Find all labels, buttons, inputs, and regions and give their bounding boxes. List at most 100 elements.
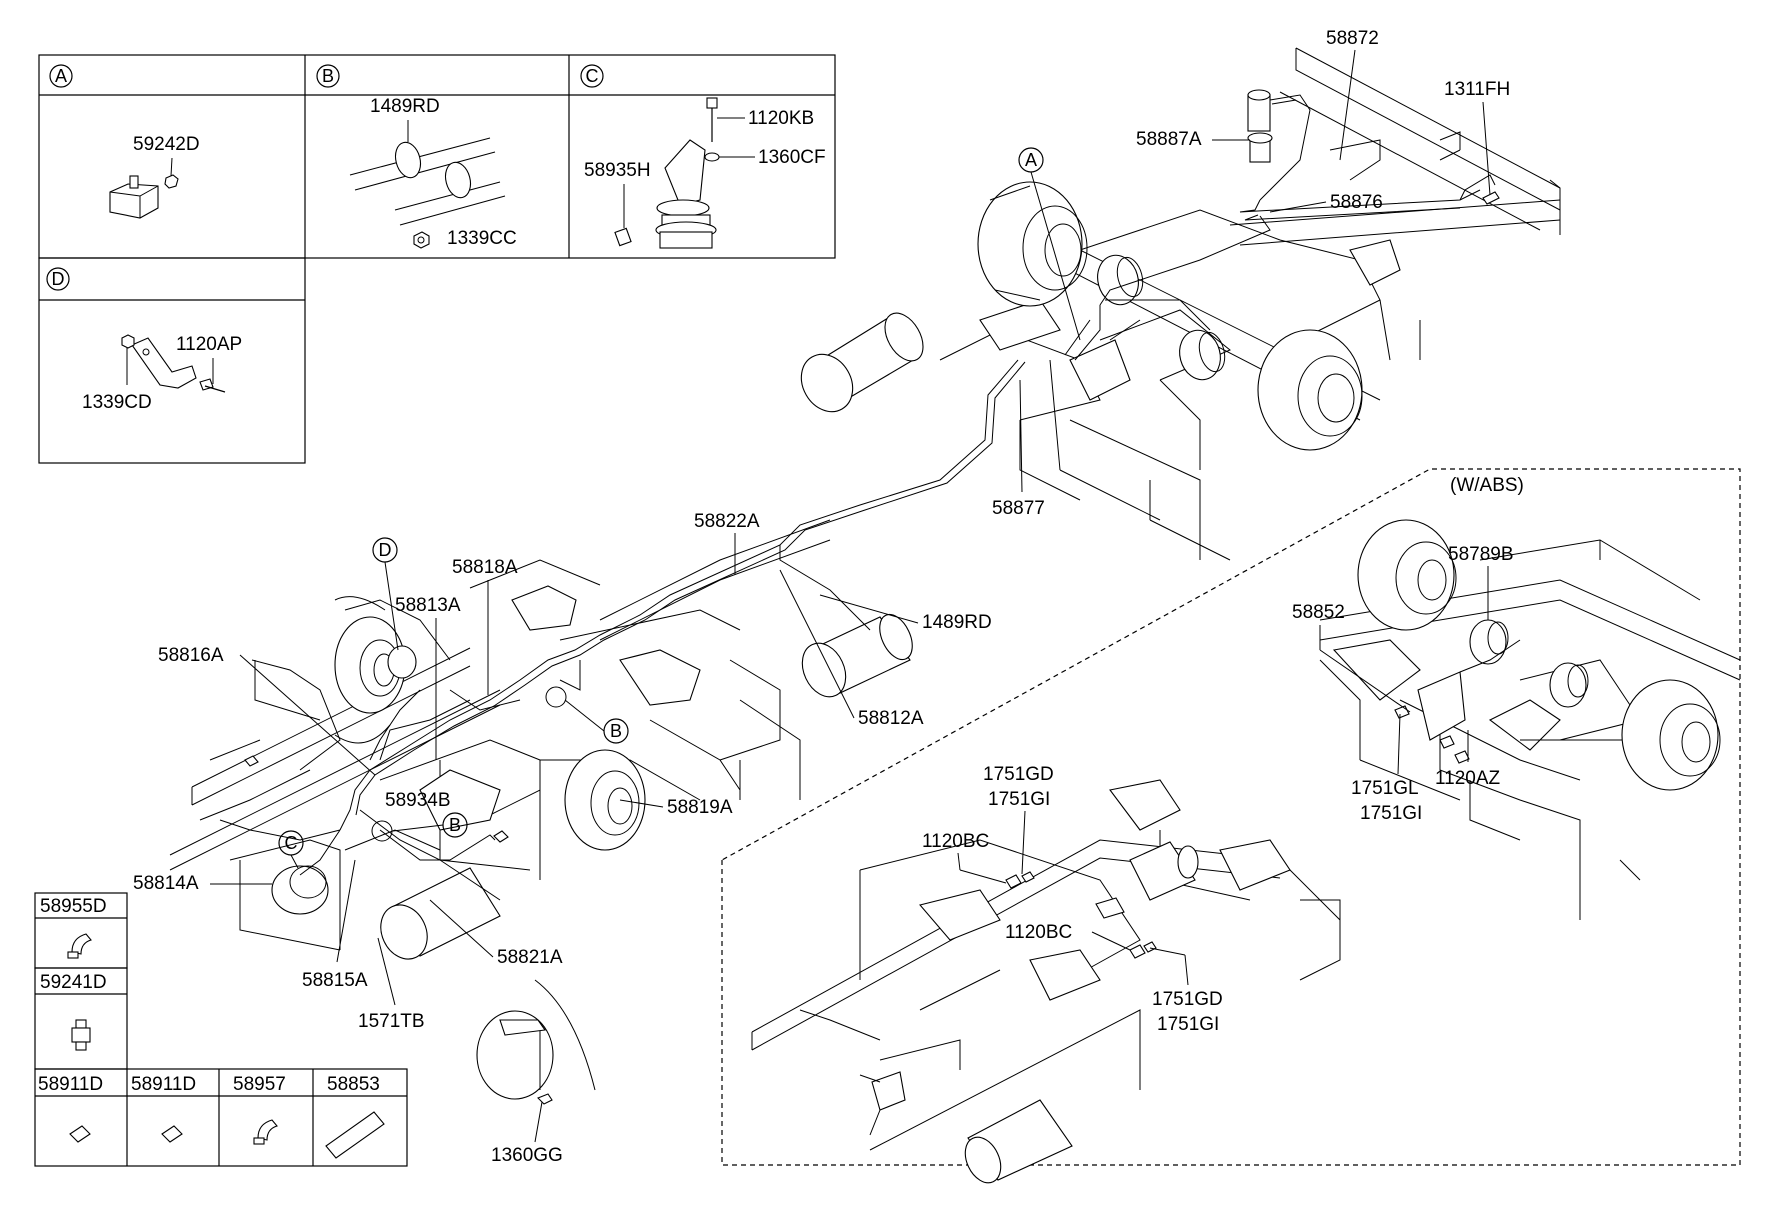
callout-d-letter: D <box>379 540 392 560</box>
label-58872: 58872 <box>1326 28 1379 49</box>
callout-a-letter: A <box>1025 150 1037 170</box>
main-brake-lines <box>219 359 1026 901</box>
elbow-fitting-icon <box>253 1119 278 1145</box>
callout-b-letter: B <box>449 815 461 835</box>
label-59242D: 59242D <box>133 134 200 155</box>
relay-valve-rear <box>1064 319 1141 401</box>
fitting-code: 58955D <box>40 896 107 917</box>
adapter-fitting-icon <box>71 1019 91 1051</box>
callout-c-letter: C <box>285 833 298 853</box>
spring-mount-icon <box>655 139 717 249</box>
fitting-1311FH <box>1482 191 1500 205</box>
brake-chamber-rear-a <box>1097 254 1144 306</box>
label-58821A: 58821A <box>497 947 563 968</box>
brake-chamber-rear-b <box>1179 329 1226 381</box>
label-1360CF: 1360CF <box>758 147 826 168</box>
label-58818A: 58818A <box>452 557 518 578</box>
inset-d-letter: D <box>52 269 65 289</box>
rear-frame-drawing <box>939 47 1561 561</box>
pressure-switch-58887A <box>1247 89 1311 201</box>
inset-a: A 59242D <box>49 64 200 219</box>
abs-wheel-left <box>1357 519 1457 631</box>
master-valve-c <box>271 865 329 915</box>
label-1751GL: 1751GL <box>1351 778 1419 799</box>
label-58887A: 58887A <box>1136 129 1202 150</box>
nut-1339CD-icon <box>121 334 135 385</box>
elbow-fitting-icon <box>67 933 92 959</box>
label-58934B: 58934B <box>385 790 451 811</box>
abs-modulator-valve <box>1394 639 1521 764</box>
label-1120BC-lower: 1120BC <box>1005 922 1072 943</box>
inset-d: D 1120AP 1339CD <box>46 267 242 413</box>
label-58812A: 58812A <box>858 708 924 729</box>
abs-front-frame <box>751 779 1341 1151</box>
bracket-icon <box>131 337 197 389</box>
callout-b-lower: B <box>392 812 468 838</box>
label-58789B: 58789B <box>1448 544 1514 565</box>
master-cylinder-detail <box>476 979 596 1105</box>
bolt-1120KB-icon <box>706 97 745 142</box>
inset-d-header: D <box>46 267 70 291</box>
brake-line-rear <box>1074 174 1496 361</box>
abs-brake-chamber-b <box>1549 662 1589 708</box>
inset-c-header: C <box>580 64 604 88</box>
callout-c: C <box>278 830 304 869</box>
label-1751GD-lower: 1751GD <box>1152 989 1223 1010</box>
inset-c-letter: C <box>586 66 599 86</box>
brake-chamber-front <box>387 645 417 679</box>
label-1360GG: 1360GG <box>491 1145 563 1166</box>
fitting-code: 59241D <box>40 972 107 993</box>
abs-front-reservoir <box>1129 841 1199 901</box>
abs-title: (W/ABS) <box>1450 475 1524 496</box>
hose-icon <box>325 1111 385 1159</box>
union-fitting-icon <box>161 1125 183 1143</box>
union-fitting-icon <box>69 1125 91 1143</box>
label-58935H: 58935H <box>584 160 651 181</box>
abs-front-sensor-a <box>1005 871 1035 889</box>
rubber-block-icon <box>109 175 159 219</box>
label-58814A: 58814A <box>133 873 199 894</box>
inset-b-letter: B <box>322 66 334 86</box>
label-1120AP: 1120AP <box>176 334 242 355</box>
secondary-air-tank <box>380 867 501 960</box>
label-58876: 58876 <box>1330 192 1383 213</box>
callout-d: D <box>372 537 399 651</box>
callout-b-letter: B <box>610 721 622 741</box>
abs-front-sensor-b <box>1129 941 1157 959</box>
label-1751GI-lower: 1751GI <box>1157 1014 1219 1035</box>
fitting-code: 58911D <box>38 1074 103 1095</box>
label-1120AZ: 1120AZ <box>1435 768 1501 789</box>
label-58877: 58877 <box>992 498 1045 519</box>
inset-b: B 1489RD 1339CC <box>316 64 517 249</box>
label-1571TB: 1571TB <box>358 1011 425 1032</box>
nut-59242D-icon <box>164 174 179 189</box>
rear-wheel-left <box>977 181 1088 307</box>
callout-b-upper: B <box>564 699 629 744</box>
fitting-code: 58911D <box>131 1074 196 1095</box>
label-1751GI-abs-rear: 1751GI <box>1360 803 1422 824</box>
nut-1339CC-icon <box>413 231 430 249</box>
air-tank-rear <box>800 312 924 413</box>
callout-a: A <box>1018 147 1081 341</box>
label-1489RD-main: 1489RD <box>922 612 992 633</box>
pipe-clip-icon <box>349 120 506 226</box>
label-1489RD-inset: 1489RD <box>370 96 440 117</box>
label-1339CC: 1339CC <box>447 228 517 249</box>
bolt-1120AP-icon <box>199 358 226 393</box>
fitting-code: 58853 <box>327 1074 380 1095</box>
label-58852: 58852 <box>1292 602 1345 623</box>
abs-rear-frame <box>1319 539 1741 920</box>
main-frame-drawing <box>169 519 831 951</box>
abs-section: (W/ABS) <box>721 468 1741 1184</box>
main-labels: 58872 1311FH 58887A 58876 58877 58822A 5… <box>133 28 1510 1166</box>
fitting-code: 58957 <box>233 1074 286 1095</box>
abs-wheel-right <box>1621 679 1721 791</box>
inset-table <box>38 54 836 464</box>
label-58813A: 58813A <box>395 595 461 616</box>
fitting-58935H-icon <box>614 184 632 247</box>
inset-a-letter: A <box>55 66 67 86</box>
label-1751GI-upper: 1751GI <box>988 789 1050 810</box>
label-1339CD: 1339CD <box>82 392 152 413</box>
abs-brake-chamber-a <box>1469 619 1509 665</box>
